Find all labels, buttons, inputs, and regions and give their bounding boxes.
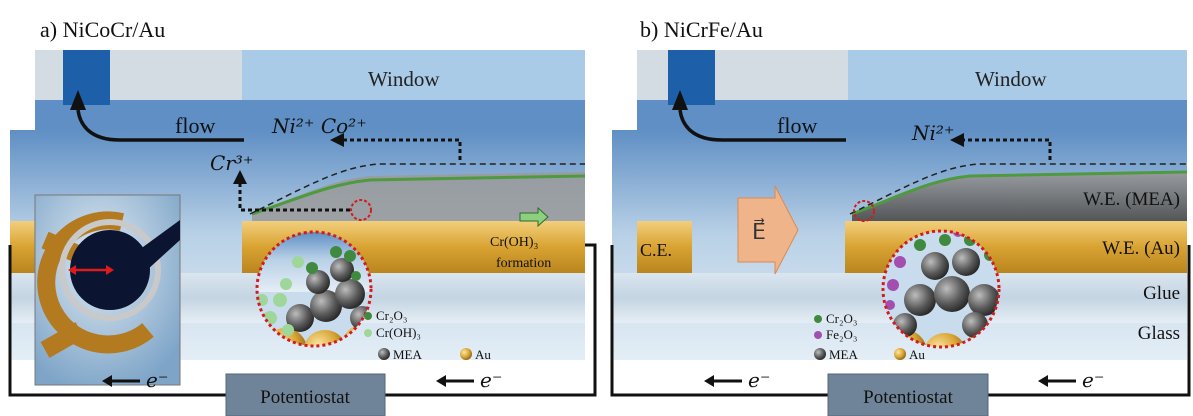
zoom-marker	[350, 199, 372, 221]
circuit-wire-right	[385, 243, 597, 397]
flow-arrowhead	[70, 90, 86, 110]
window-label-a: Window	[368, 67, 440, 91]
field-arrow	[737, 185, 799, 275]
ions-label-b: Ni²⁺	[911, 121, 954, 145]
dashed-boundary	[249, 163, 585, 215]
ce-label: C.E.	[640, 240, 672, 260]
croh3-annot-line2: formation	[496, 256, 551, 271]
window-pane-b	[848, 50, 1187, 100]
dashed-boundary-b	[849, 163, 1187, 215]
flow-channel-b	[637, 100, 1187, 130]
electrode-inset	[34, 194, 181, 386]
panel-a-title: a) NiCoCr/Au	[40, 17, 165, 42]
field-label: E⃗	[752, 218, 766, 244]
zoom-marker-b	[853, 200, 875, 222]
potentiostat-box-b	[827, 373, 989, 416]
legend-b	[814, 315, 906, 360]
legend-b-mea-label: MEA	[829, 347, 859, 362]
circuit-wire-right-b	[988, 245, 1191, 397]
electron-label-right-a: e⁻	[480, 368, 502, 392]
legend-b-cr2o3-marker	[814, 315, 822, 323]
outlet-channel	[63, 50, 110, 105]
croh3-arrow	[519, 206, 549, 228]
layer-we-au: W.E. (Au)	[1102, 238, 1180, 259]
electron-label-right-b: e⁻	[1082, 368, 1104, 392]
electron-label-left-b: e⁻	[748, 368, 770, 392]
legend-mea-label: MEA	[393, 347, 423, 362]
legend-a	[364, 312, 472, 360]
electron-arrowhead-right-b	[1038, 375, 1048, 387]
flow-arrow-b	[678, 109, 846, 142]
legend-au-label: Au	[475, 347, 491, 362]
window-label-b: Window	[975, 67, 1047, 91]
legend-croh3-label: Cr(OH)₃	[376, 325, 421, 340]
flow-label-b: flow	[777, 113, 817, 138]
cr-dotted-arrow	[238, 180, 350, 212]
panel-a: a) NiCoCr/Au Window flow Ni²⁺ Co²⁺ Cr³⁺ …	[8, 17, 597, 416]
flow-arrow	[76, 109, 244, 142]
legend-b-fe2o3-marker	[814, 331, 822, 339]
legend-mea-marker	[378, 348, 390, 360]
ion-arrowhead	[330, 133, 344, 147]
ion-arrowhead-b	[950, 133, 964, 147]
ion-dotted-arrow-b	[960, 138, 1052, 160]
layer-glass: Glass	[1138, 323, 1180, 344]
mea-film-b	[852, 172, 1187, 221]
counter-electrode	[637, 221, 692, 273]
cr-arrowhead	[233, 170, 247, 184]
legend-cr2o3-label: Cr₂O₃	[376, 308, 407, 323]
electron-arrowhead-right	[436, 375, 446, 387]
cr-ion-label: Cr³⁺	[210, 151, 253, 175]
flow-label-a: flow	[175, 113, 215, 138]
window-pane	[242, 50, 585, 100]
circuit-wire-left-b	[610, 245, 828, 397]
ion-dotted-arrow	[340, 138, 462, 160]
legend-b-mea-marker	[814, 348, 826, 360]
panel-b: b) NiCrFe/Au Window flow Ni²⁺ C.E. E⃗ W.…	[610, 17, 1191, 416]
outlet-channel-b	[668, 50, 715, 105]
electron-label-left-a: e⁻	[146, 368, 168, 392]
potentiostat-label-b: Potentiostat	[863, 387, 953, 408]
flow-channel	[35, 100, 585, 130]
legend-b-fe2o3-label: Fe₂O₃	[826, 327, 857, 342]
ions-label-a: Ni²⁺ Co²⁺	[271, 114, 367, 138]
legend-cr2o3-marker	[364, 312, 372, 320]
potentiostat-label-a: Potentiostat	[260, 387, 350, 408]
oxide-edge-b	[851, 170, 1188, 216]
electron-arrowhead-left	[102, 375, 112, 387]
croh3-annot-line1: Cr(OH)₃	[490, 235, 539, 250]
legend-b-cr2o3-label: Cr₂O₃	[826, 311, 857, 326]
oxide-edge	[251, 174, 586, 216]
legend-au-marker	[460, 348, 472, 360]
legend-croh3-marker	[364, 329, 372, 337]
circuit-wire-left	[8, 245, 226, 397]
layer-glue: Glue	[1143, 283, 1180, 304]
legend-b-au-marker	[894, 348, 906, 360]
layer-we-mea: W.E. (MEA)	[1083, 189, 1180, 210]
flow-arrowhead-b	[672, 90, 688, 110]
legend-b-au-label: Au	[909, 347, 925, 362]
potentiostat-box	[225, 373, 386, 416]
electron-arrowhead-left-b	[704, 375, 714, 387]
panel-b-title: b) NiCrFe/Au	[640, 17, 763, 42]
